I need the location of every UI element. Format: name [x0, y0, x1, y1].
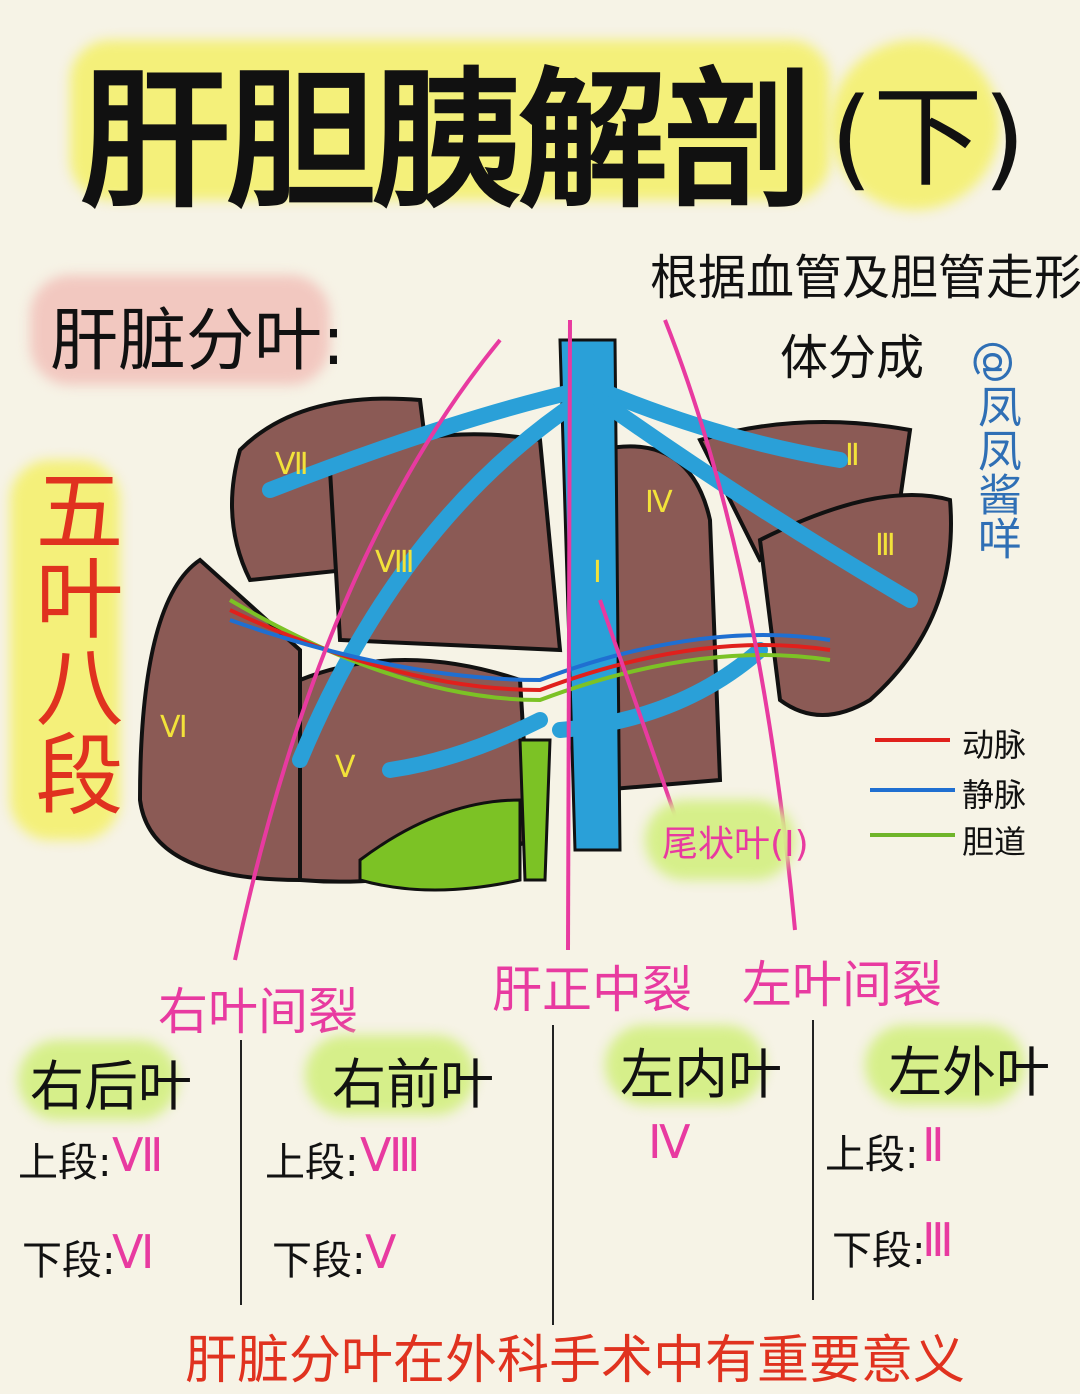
- upper-segment-label: 上段:: [825, 1132, 919, 1178]
- bottom-note: 肝脏分叶在外科手术中有重要意义: [185, 1331, 966, 1391]
- page-subtitle: (下): [830, 74, 1026, 202]
- lower-segment-label: 下段:: [22, 1238, 116, 1284]
- lobe-highlight: [18, 1040, 178, 1120]
- upper-segment-label: 上段:: [18, 1140, 112, 1186]
- section-heading: 肝脏分叶:: [50, 302, 345, 381]
- caudate-highlight: [645, 800, 795, 880]
- summary-highlight: [10, 460, 120, 840]
- fissure-label-left-interlobar: 左叶间裂: [742, 956, 942, 1014]
- lower-segment-value: Ⅵ: [112, 1225, 155, 1279]
- lobe-highlight: [305, 1035, 475, 1115]
- legend-artery: 动脉: [962, 726, 1027, 764]
- subtitle-highlight: [830, 40, 1000, 210]
- divider: [812, 1020, 814, 1300]
- upper-segment-value: Ⅷ: [360, 1128, 421, 1182]
- legend-bile-duct: 胆道: [962, 823, 1027, 861]
- segment-label-8: Ⅷ: [375, 545, 415, 580]
- upper-segment-label: 上段:: [265, 1140, 359, 1186]
- fissure-label-right-interlobar: 右叶间裂: [158, 983, 358, 1041]
- lobe-left-medial: 左内叶: [620, 1043, 782, 1106]
- gallbladder: [358, 798, 522, 892]
- lower-segment-label: 下段:: [832, 1228, 926, 1274]
- segment-label-6: Ⅵ: [160, 710, 188, 745]
- lobe-highlight: [865, 1025, 1025, 1105]
- lobe-highlight: [605, 1025, 765, 1105]
- description-line-2: 体分成: [780, 330, 925, 386]
- lobe-left-lateral: 左外叶: [888, 1041, 1050, 1104]
- upper-segment-value: Ⅶ: [112, 1128, 164, 1182]
- description-line-1: 根据血管及胆管走形具: [650, 250, 1080, 306]
- legend-vein: 静脉: [962, 776, 1027, 814]
- segment-value: Ⅳ: [648, 1115, 691, 1169]
- hepatic-veins: [262, 382, 918, 778]
- caudate-label: 尾状叶(I): [662, 824, 809, 865]
- author-signature: @凤凤酱咩: [970, 340, 1021, 560]
- portal-triad-branches: [228, 598, 831, 703]
- segment-label-1: Ⅰ: [593, 555, 602, 590]
- lower-segment-value: Ⅴ: [365, 1225, 397, 1279]
- divider: [552, 1025, 554, 1325]
- fissure-label-median: 肝正中裂: [492, 961, 692, 1019]
- segment-label-4: Ⅳ: [645, 485, 673, 520]
- lobe-right-posterior: 右后叶: [30, 1055, 192, 1118]
- segment-label-5: Ⅴ: [335, 750, 356, 785]
- liver-lobe-right-posterior: [137, 557, 302, 883]
- page-title: 肝胆胰解剖: [80, 55, 814, 229]
- liver-lobe-segment-3: [757, 493, 953, 717]
- lower-segment-label: 下段:: [272, 1238, 366, 1284]
- segment-label-2: Ⅱ: [845, 438, 860, 473]
- summary-label: 五叶八段: [21, 465, 124, 817]
- divider: [240, 1040, 242, 1305]
- legend-lines: [870, 738, 955, 837]
- lower-segment-value: Ⅲ: [922, 1213, 954, 1267]
- lobe-right-anterior: 右前叶: [332, 1053, 494, 1116]
- portal-vein: [518, 738, 552, 882]
- upper-segment-value: Ⅱ: [922, 1118, 945, 1172]
- title-highlight: [70, 40, 830, 200]
- segment-label-3: Ⅲ: [875, 528, 896, 563]
- segment-label-7: Ⅶ: [275, 447, 309, 482]
- section-highlight: [30, 275, 330, 385]
